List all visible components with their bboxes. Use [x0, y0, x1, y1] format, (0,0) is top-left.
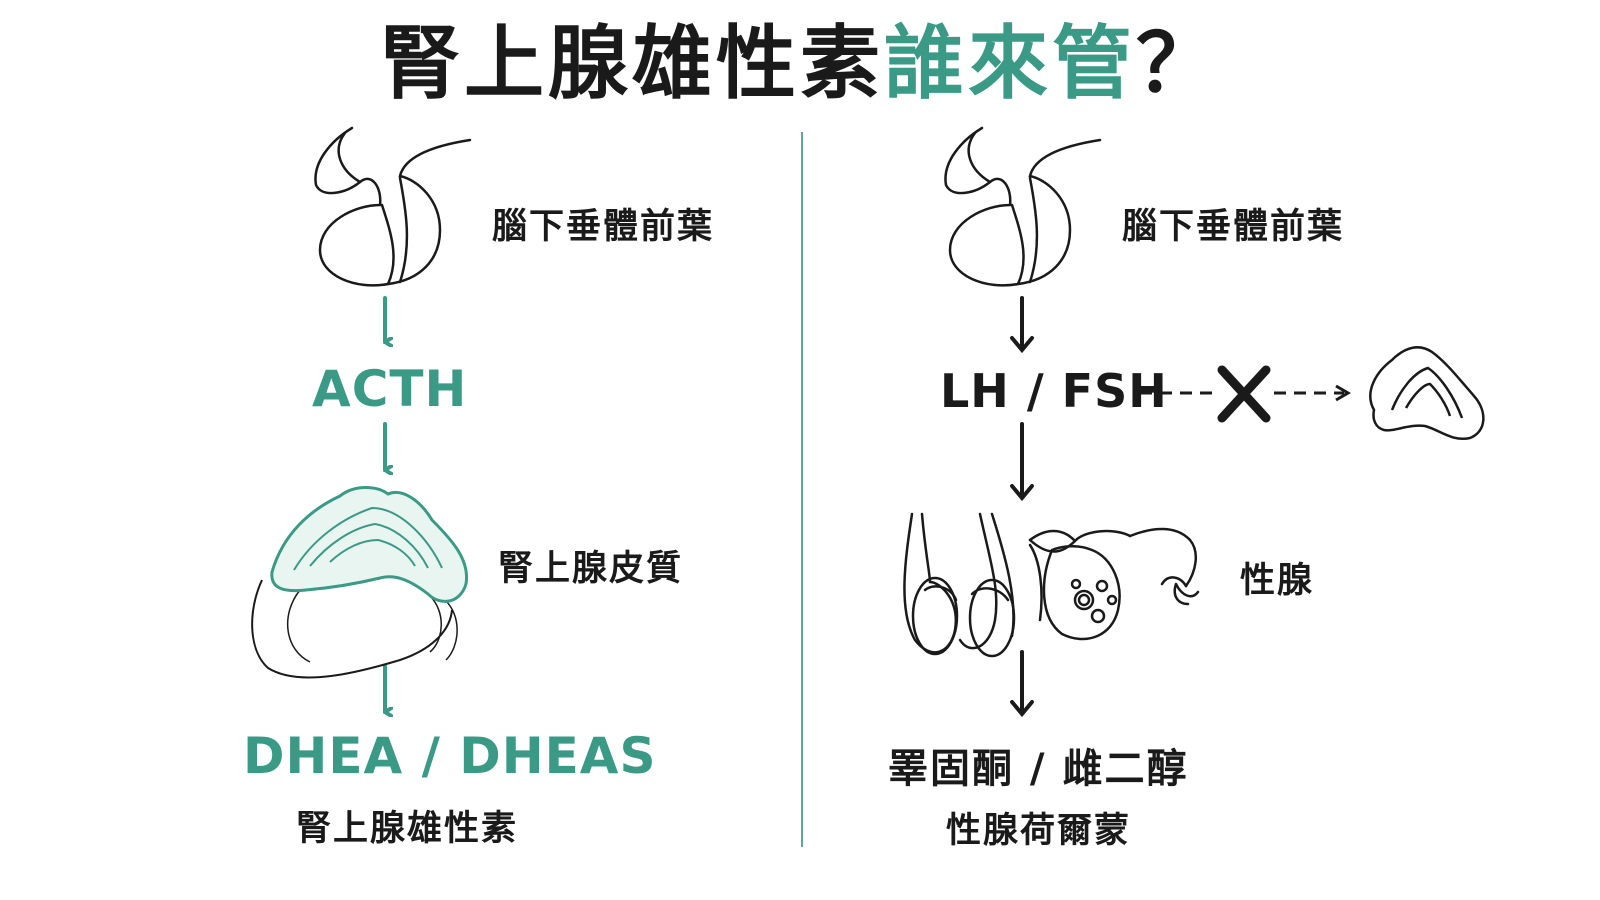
right-output-caption: 性腺荷爾蒙 [946, 811, 1132, 851]
adrenal-gland-icon [1369, 346, 1485, 441]
left-output-caption: 腎上腺雄性素 [296, 809, 519, 849]
title-accent: 誰來管 [884, 17, 1136, 110]
left-output-dhea: DHEA / DHEAS [243, 727, 657, 785]
right-output-hormones: 睪固酮 / 雌二醇 [888, 746, 1189, 792]
left-pituitary-label: 腦下垂體前葉 [492, 207, 715, 247]
adrenal-kidney-icon [251, 486, 469, 679]
right-hormone-lh-fsh: LH / FSH [940, 364, 1168, 418]
pituitary-icon-right [944, 126, 1102, 287]
page-title: 腎上腺雄性素誰來管？ [0, 14, 1600, 114]
right-pituitary-label: 腦下垂體前葉 [1122, 207, 1345, 247]
title-main: 腎上腺雄性素 [380, 17, 884, 110]
blocked-pathway [1140, 365, 1351, 423]
arrow-right-icon [1335, 384, 1351, 402]
panel-divider [801, 132, 803, 847]
title-question-mark: ？ [1136, 17, 1220, 110]
right-flow-arrows [1010, 296, 1034, 718]
gonads-icon [903, 512, 1200, 658]
left-organ-label: 腎上腺皮質 [498, 549, 684, 589]
cross-icon [1217, 365, 1271, 423]
right-organ-label: 性腺 [1240, 561, 1315, 601]
pituitary-icon-left [314, 126, 472, 287]
left-hormone-acth: ACTH [312, 360, 468, 418]
